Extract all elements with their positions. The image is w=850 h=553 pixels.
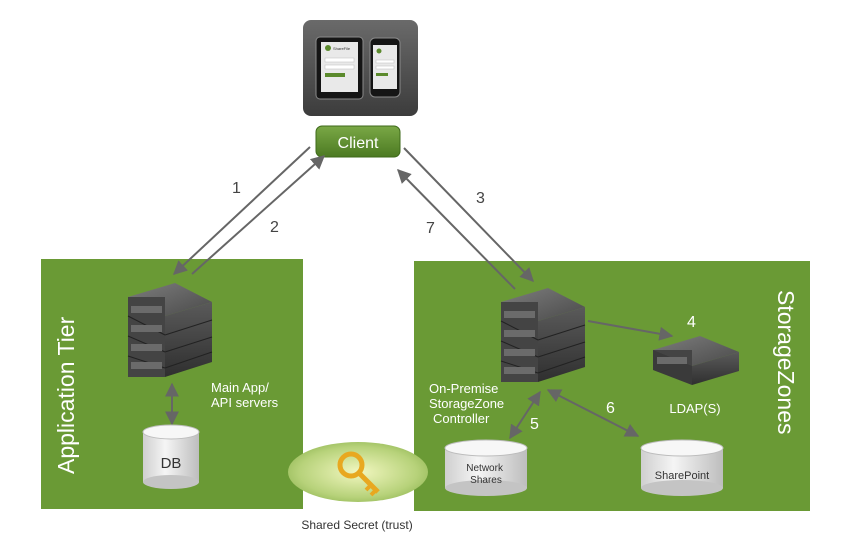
arrow-step-3 (403, 147, 534, 283)
step-4-label: 4 (687, 314, 696, 331)
step-1-label: 1 (232, 180, 241, 197)
arrow-step-5 (509, 390, 541, 440)
client-node: Client (315, 125, 401, 158)
client-label: Client (338, 135, 379, 152)
arrow-step-7 (397, 169, 516, 290)
tablet-brand: ShareFile (333, 46, 351, 51)
shared-secret-icon (288, 442, 428, 502)
application-tier-title: Application Tier (53, 316, 79, 474)
step-5-label: 5 (530, 416, 539, 433)
network-shares-cylinder-icon (444, 439, 528, 496)
step-3-label: 3 (476, 190, 485, 207)
shared-secret-label: Shared Secret (trust) (301, 518, 412, 532)
arrow-step-6 (546, 389, 640, 437)
controller-label: On-Premise StorageZone Controller (429, 381, 508, 426)
client-device-icon: ShareFile (303, 20, 418, 116)
step-7-label: 7 (426, 220, 435, 237)
arrow-step-1 (172, 146, 311, 275)
step-2-label: 2 (270, 219, 279, 236)
step-6-label: 6 (606, 400, 615, 417)
sharepoint-label: SharePoint (655, 470, 709, 482)
db-cylinder-icon (142, 424, 200, 489)
app-server-stack-icon (127, 283, 213, 377)
storagezone-controller-stack-icon (500, 288, 586, 382)
arrow-step-2 (191, 155, 326, 275)
network-shares-label: Network Shares (466, 463, 505, 486)
ldap-server-icon (653, 336, 739, 385)
db-label: DB (161, 455, 182, 472)
ldap-label: LDAP(S) (669, 401, 720, 416)
app-servers-label: Main App/ API servers (211, 380, 279, 410)
storagezones-title: StorageZones (773, 290, 799, 434)
arrow-step-4 (587, 320, 674, 341)
sharepoint-cylinder-icon (640, 439, 724, 496)
